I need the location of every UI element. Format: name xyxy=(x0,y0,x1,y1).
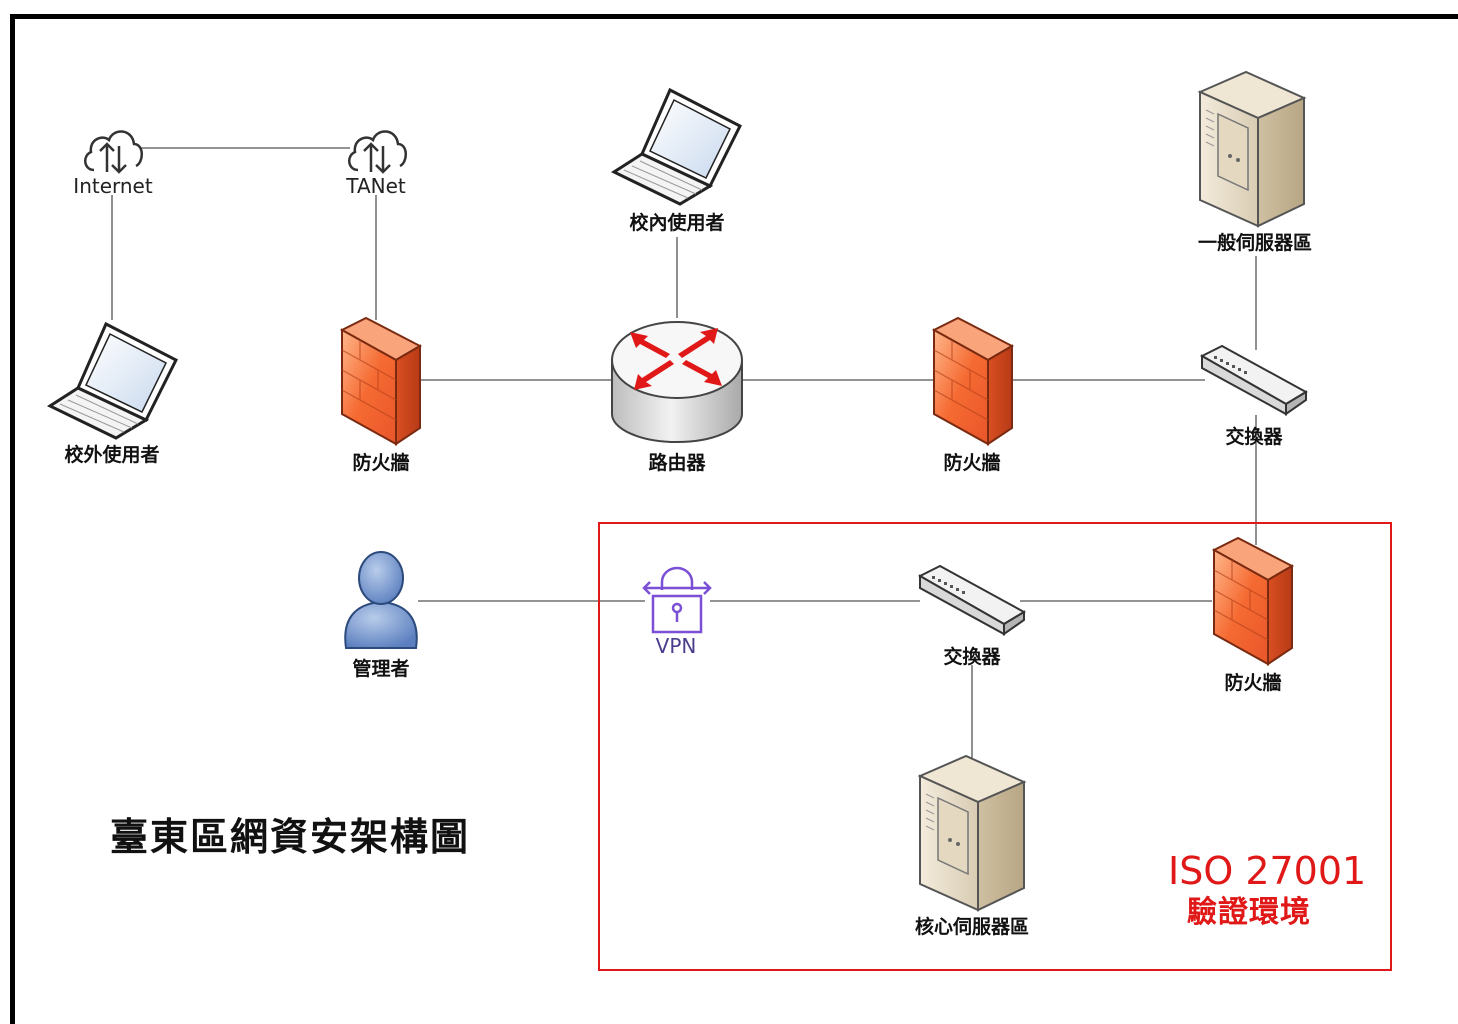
general-servers-label: 一般伺服器區 xyxy=(1197,232,1313,254)
router-icon xyxy=(611,321,743,443)
tanet-label: TANet xyxy=(346,174,406,198)
firewall-icon xyxy=(931,316,1015,446)
internet-label: Internet xyxy=(73,174,153,198)
internet-cloud-icon xyxy=(84,130,143,174)
switch-core-label: 交換器 xyxy=(943,646,1001,668)
server-icon xyxy=(917,754,1027,912)
diagram-title: 臺東區網資安架構圖 xyxy=(110,815,471,859)
laptop-icon xyxy=(610,87,743,206)
server-icon xyxy=(1197,70,1307,228)
firewall-zone-label: 防火牆 xyxy=(1224,672,1282,694)
iso-zone-subtitle: 驗證環境 xyxy=(1187,895,1311,930)
firewall-mid-label: 防火牆 xyxy=(943,452,1001,474)
firewall-left-label: 防火牆 xyxy=(352,452,410,474)
router-label: 路由器 xyxy=(648,452,706,474)
admin-user-icon xyxy=(344,551,418,649)
tanet-cloud-icon xyxy=(348,130,407,174)
switch-top-label: 交換器 xyxy=(1225,426,1283,448)
external-user-label: 校外使用者 xyxy=(64,444,160,466)
iso-zone-boundary xyxy=(598,522,1392,971)
vpn-label: VPN xyxy=(655,634,697,658)
firewall-icon xyxy=(339,316,423,446)
vpn-lock-icon xyxy=(642,566,712,634)
internal-user-label: 校內使用者 xyxy=(629,212,725,234)
switch-icon xyxy=(918,564,1026,636)
iso-zone-title: ISO 27001 xyxy=(1168,849,1367,893)
firewall-icon xyxy=(1211,536,1295,666)
diagram-frame xyxy=(10,14,1458,1024)
admin-label: 管理者 xyxy=(352,658,410,680)
core-servers-label: 核心伺服器區 xyxy=(914,916,1030,938)
laptop-icon xyxy=(46,321,179,440)
switch-icon xyxy=(1200,344,1308,416)
